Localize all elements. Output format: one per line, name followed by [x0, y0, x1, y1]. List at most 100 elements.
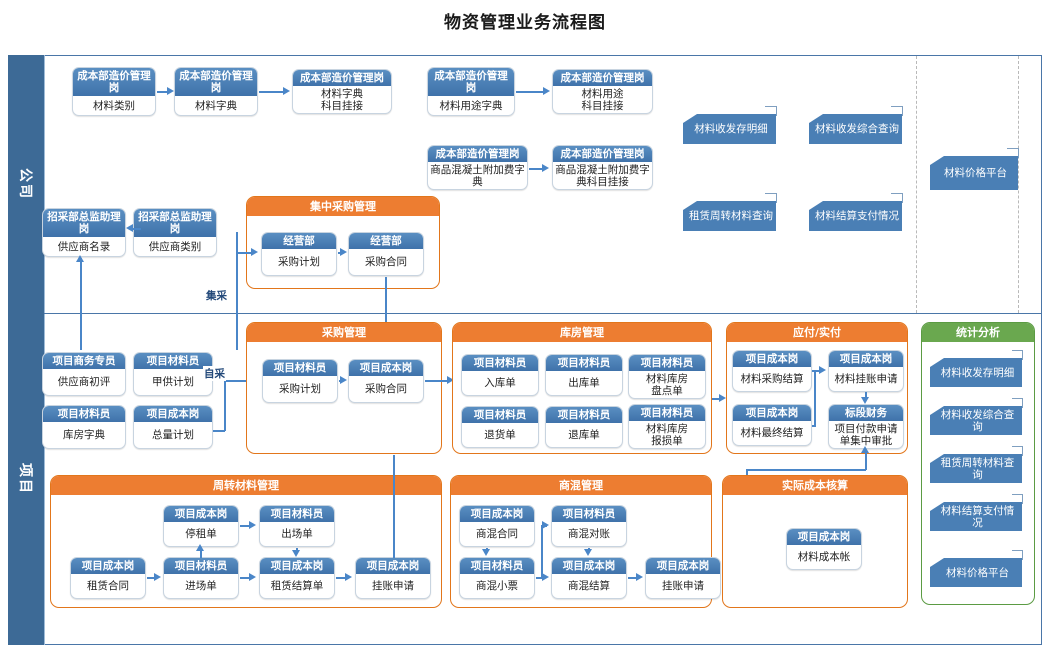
node-concrete-surcharge-subject-link[interactable]: 成本部造价管理岗 商品混凝土附加费字典科目挂接	[552, 145, 653, 190]
node-doc: 材料字典	[195, 99, 237, 112]
chip-stat-material-receipt-query[interactable]: 材料收发综合查询	[930, 406, 1022, 435]
node-concrete-ticket[interactable]: 项目材料员 商混小票	[459, 557, 535, 599]
arrowhead	[196, 544, 204, 551]
node-doc: 材料字典科目挂接	[321, 87, 363, 112]
chip-stat-material-settlement-payment[interactable]: 材料结算支付情况	[930, 502, 1022, 531]
node-total-quantity-plan[interactable]: 项目成本岗 总量计划	[133, 405, 213, 449]
node-material-credit-application[interactable]: 项目成本岗 材料挂账申请	[828, 350, 904, 392]
node-warehouse-dictionary[interactable]: 项目材料员 库房字典	[42, 405, 126, 449]
chip-material-price-platform[interactable]: 材料价格平台	[930, 156, 1018, 190]
node-material-usage-dictionary[interactable]: 成本部造价管理岗 材料用途字典	[427, 67, 515, 116]
node-project-payment-approval[interactable]: 标段财务 项目付款申请单集中审批	[828, 404, 904, 449]
node-concrete-settlement[interactable]: 项目成本岗 商混结算	[551, 557, 627, 599]
node-return-to-warehouse[interactable]: 项目材料员 退库单	[545, 406, 623, 448]
node-doc: 材料库房盘点单	[646, 372, 688, 397]
node-role: 招采部总监助理岗	[43, 209, 125, 237]
chip-stat-material-inventory-detail[interactable]: 材料收发存明细	[930, 358, 1022, 387]
node-role: 经营部	[262, 233, 336, 249]
connector	[213, 430, 225, 432]
node-doc: 采购计划	[278, 256, 320, 268]
node-return-to-supplier[interactable]: 项目材料员 退货单	[461, 406, 539, 448]
node-role: 成本部造价管理岗	[553, 70, 652, 86]
node-doc: 材料库房报损单	[646, 422, 688, 447]
connector	[200, 548, 202, 558]
arrowhead	[447, 376, 454, 384]
node-material-purchase-settlement[interactable]: 项目成本岗 材料采购结算	[732, 350, 812, 392]
node-concrete-credit-application[interactable]: 项目成本岗 挂账申请	[645, 557, 721, 599]
node-material-dictionary[interactable]: 成本部造价管理岗 材料字典	[174, 67, 258, 116]
node-role: 成本部造价管理岗	[553, 146, 652, 162]
node-material-final-settlement[interactable]: 项目成本岗 材料最终结算	[732, 404, 812, 446]
node-supplier-directory[interactable]: 招采部总监助理岗 供应商名录	[42, 208, 126, 257]
node-enter-site-order[interactable]: 项目材料员 进场单	[163, 557, 239, 599]
chip-stat-lease-turnover-query[interactable]: 租赁周转材料查询	[930, 454, 1022, 483]
node-role: 项目成本岗	[134, 406, 212, 422]
node-material-category[interactable]: 成本部造价管理岗 材料类别	[72, 67, 156, 116]
node-doc: 商混合同	[476, 528, 518, 540]
node-role: 项目材料员	[43, 406, 125, 422]
arrowhead	[251, 248, 258, 256]
node-doc: 材料类别	[93, 99, 135, 112]
node-outbound-order[interactable]: 项目材料员 出库单	[545, 354, 623, 396]
connector	[865, 450, 867, 470]
node-doc: 入库单	[484, 377, 516, 389]
node-supplier-preliminary-review[interactable]: 项目商务专员 供应商初评	[42, 352, 126, 396]
arrowhead	[126, 224, 133, 232]
node-role: 项目商务专员	[43, 353, 125, 369]
node-project-purchase-contract[interactable]: 项目成本岗 采购合同	[348, 359, 424, 403]
panel-title: 集中采购管理	[247, 197, 439, 216]
chip-material-settlement-payment[interactable]: 材料结算支付情况	[809, 201, 902, 231]
node-role: 项目材料员	[546, 407, 622, 423]
node-doc: 商品混凝土附加费字典	[430, 163, 525, 188]
node-role: 项目材料员	[462, 355, 538, 371]
chip-stat-material-price-platform[interactable]: 材料价格平台	[930, 558, 1022, 587]
node-role: 项目成本岗	[71, 558, 145, 574]
node-warehouse-loss-report[interactable]: 项目材料员 材料库房报损单	[628, 404, 706, 449]
node-material-dictionary-subject-link[interactable]: 成本部造价管理岗 材料字典科目挂接	[292, 69, 392, 114]
page-title: 物资管理业务流程图	[444, 13, 606, 33]
arrowhead	[249, 521, 256, 529]
node-lease-settlement-order[interactable]: 项目成本岗 租赁结算单	[259, 557, 335, 599]
node-doc: 供应商初评	[57, 376, 111, 388]
node-owner-supply-plan[interactable]: 项目材料员 甲供计划	[133, 352, 213, 396]
node-concrete-surcharge-dictionary[interactable]: 成本部造价管理岗 商品混凝土附加费字典	[427, 145, 528, 190]
node-role: 成本部造价管理岗	[428, 68, 514, 96]
node-lease-contract[interactable]: 项目成本岗 租赁合同	[70, 557, 146, 599]
node-turnover-credit-application[interactable]: 项目成本岗 挂账申请	[355, 557, 431, 599]
node-doc: 租赁结算单	[270, 580, 324, 592]
node-doc: 退货单	[484, 429, 516, 441]
chip-bracket	[1012, 494, 1023, 504]
chip-lease-turnover-query[interactable]: 租赁周转材料查询	[683, 201, 776, 231]
connector	[147, 577, 156, 579]
chip-material-inventory-detail[interactable]: 材料收发存明细	[683, 114, 776, 144]
node-warehouse-stocktaking[interactable]: 项目材料员 材料库房盘点单	[628, 354, 706, 399]
node-supplier-category[interactable]: 招采部总监助理岗 供应商类别	[133, 208, 217, 257]
node-material-cost-ledger[interactable]: 项目成本岗 材料成本帐	[786, 528, 862, 570]
node-inbound-order[interactable]: 项目材料员 入库单	[461, 354, 539, 396]
chip-bracket	[1012, 550, 1023, 560]
node-doc: 停租单	[185, 528, 217, 540]
node-concrete-contract[interactable]: 项目成本岗 商混合同	[459, 505, 535, 547]
node-central-purchase-contract[interactable]: 经营部 采购合同	[348, 232, 424, 276]
connector	[224, 380, 249, 382]
node-role: 项目材料员	[629, 355, 705, 371]
node-central-purchase-plan[interactable]: 经营部 采购计划	[261, 232, 337, 276]
panel-purchase-management: 采购管理	[246, 322, 442, 454]
chip-bracket	[1012, 398, 1023, 408]
node-project-purchase-plan[interactable]: 项目材料员 采购计划	[262, 359, 338, 403]
connector	[157, 91, 169, 93]
connector	[541, 525, 543, 578]
panel-title: 统计分析	[922, 323, 1034, 342]
chip-material-receipt-query[interactable]: 材料收发综合查询	[809, 114, 902, 144]
node-role: 项目材料员	[552, 506, 626, 522]
node-exit-site-order[interactable]: 项目材料员 出场单	[259, 505, 335, 547]
connector	[812, 370, 822, 372]
chip-bracket	[1012, 446, 1023, 456]
node-material-usage-subject-link[interactable]: 成本部造价管理岗 材料用途科目挂接	[552, 69, 653, 114]
arrowhead	[861, 446, 869, 453]
node-doc: 挂账申请	[372, 580, 414, 592]
swimlane-divider	[8, 313, 1042, 314]
node-concrete-reconciliation[interactable]: 项目材料员 商混对账	[551, 505, 627, 547]
chip-bracket	[891, 106, 903, 116]
node-stop-rent-order[interactable]: 项目成本岗 停租单	[163, 505, 239, 547]
